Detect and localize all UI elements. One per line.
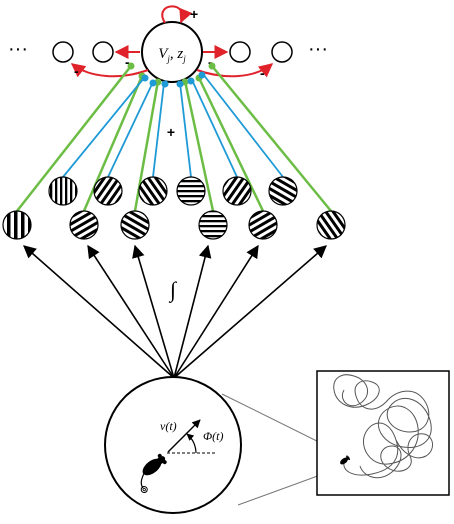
integral-sign: ∫ [168, 277, 178, 303]
inhibitory-arrow-right-2 [196, 63, 274, 78]
trajectory-box [316, 370, 450, 496]
ellipsis-right: ··· [308, 38, 328, 60]
neuron-label: Vj, zj [158, 46, 186, 64]
angle-arc [186, 433, 197, 454]
minus-sign-4: - [260, 65, 265, 81]
central-neuron [141, 21, 203, 83]
input-plus-sign: + [167, 124, 175, 140]
inhibitory-arrow-left-2 [70, 63, 149, 78]
minus-sign-2: - [125, 54, 130, 70]
ellipsis-left: ··· [8, 38, 28, 60]
integration-arrows [23, 244, 327, 379]
svg-text:···: ··· [8, 38, 28, 60]
neuron-right-1 [229, 41, 251, 63]
blue-connections [62, 73, 284, 178]
neuron-left-2 [52, 41, 74, 63]
neuron-right-2 [271, 41, 293, 63]
self-plus-sign: + [190, 6, 198, 22]
neuron-left-1 [92, 41, 114, 63]
svg-text:···: ··· [308, 38, 328, 60]
grating-icon [2, 176, 346, 240]
self-excitation-arrow [161, 5, 193, 24]
synapse-terminals [127, 62, 216, 88]
minus-sign-1: - [74, 63, 79, 79]
velocity-arrow [167, 419, 201, 453]
mouse-icon-small [340, 455, 351, 465]
minus-sign-3: - [208, 54, 213, 70]
trajectory-plot [333, 374, 433, 479]
angle-label: Φ(t) [203, 429, 223, 443]
mouse-enlarged-circle [104, 376, 242, 514]
velocity-label: v(t) [160, 419, 177, 433]
mouse-icon [140, 453, 167, 494]
